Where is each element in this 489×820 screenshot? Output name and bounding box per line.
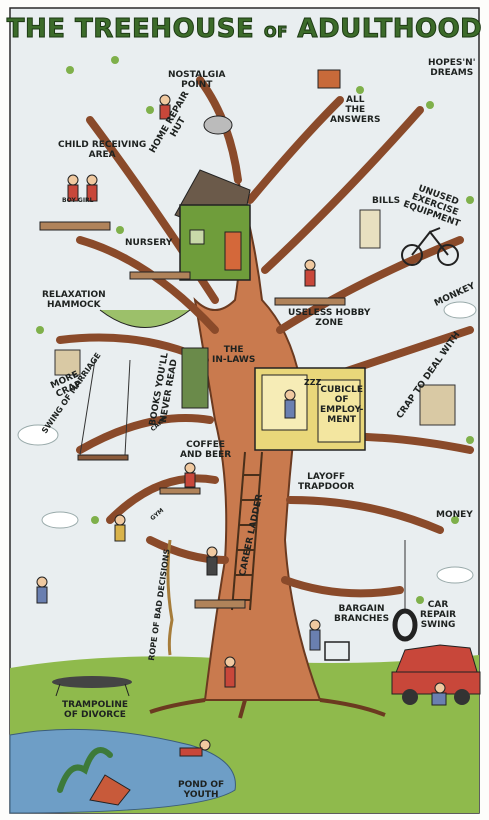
leaves [36,56,474,604]
title-part-3: ADULTHOOD [297,14,483,45]
roots [149,698,386,719]
exercise-bike [401,227,459,266]
label-trampoline-of-divorce: TRAMPOLINE OF DIVORCE [62,700,129,720]
home-repair-hut [174,169,251,281]
cloud [443,301,477,319]
cubicle-of-employment [254,367,366,451]
satellite-dish [203,115,233,135]
label-all-the-answers: ALL THE ANSWERS [330,95,381,125]
page-title: THE TREEHOUSE OF ADULTHOOD [0,14,489,45]
more-crap-stack [54,349,81,376]
rope-of-bad-decisions [166,539,174,656]
label-useless-hobby-zone: USELESS HOBBY ZONE [288,308,371,328]
pond [9,728,236,814]
sinking-boat [89,774,131,806]
bookshelf [181,347,209,409]
label-bargain-branches: BARGAIN BRANCHES [334,604,390,624]
label-boy-girl: BOY GIRL [62,197,94,204]
tentacle [57,747,113,793]
label-pond-of-youth: POND OF YOUTH [178,780,225,800]
label-car-repair-swing: CAR REPAIR SWING [420,600,457,630]
cloud [436,566,474,584]
label-relaxation-hammock: RELAXATION HAMMOCK [42,290,106,310]
platforms [39,221,346,609]
label-hopes-dreams: HOPES'N' DREAMS [428,58,476,78]
cloud [41,511,79,529]
relaxation-hammock [99,309,191,328]
label-nostalgia-point: NOSTALGIA POINT [168,70,226,90]
bills-stack [359,209,381,249]
label-nursery: NURSERY [125,238,173,248]
label-cubicle-of-employment: CUBICLE OF EMPLOY- MENT [320,385,364,425]
swing-of-marriage [77,359,131,461]
title-part-1: THE TREEHOUSE [6,14,255,45]
label-bills: BILLS [372,196,401,206]
car [391,644,481,705]
crap-stack [419,384,456,426]
answers-box [317,69,341,89]
cloud [17,424,59,446]
people [36,94,447,757]
label-coffee-and-beer: COFFEE AND BEER [180,440,232,460]
label-child-receiving-area: CHILD RECEIVING AREA [58,140,147,160]
label-money: MONEY [436,510,473,520]
label-in-laws: THE IN-LAWS [212,345,256,365]
tire-swing [392,608,418,642]
label-zzz: ZZZ [304,378,322,387]
career-ladder [231,451,263,611]
title-part-2: OF [263,23,288,42]
label-layoff-trapdoor: LAYOFF TRAPDOOR [298,472,355,492]
trampoline [52,676,132,688]
shopping-cart [324,641,350,661]
